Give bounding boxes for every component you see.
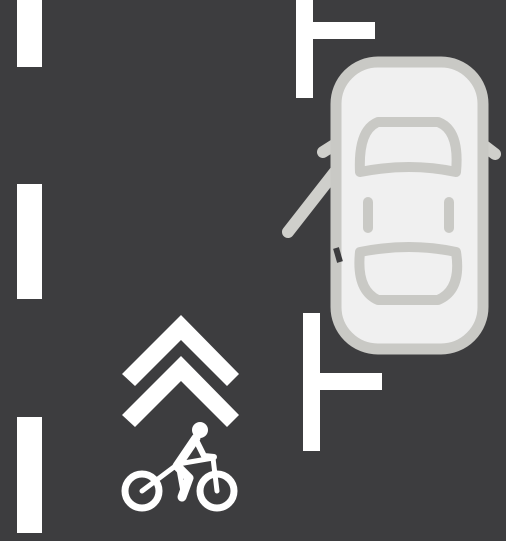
lane-dash (17, 184, 42, 299)
car-body (336, 62, 483, 349)
car-door-gap (336, 248, 340, 262)
lane-dash (17, 417, 42, 533)
cyclist-head (192, 422, 208, 438)
lane-dash (17, 0, 42, 67)
car-rear-window (359, 247, 457, 300)
car-windshield (360, 122, 457, 172)
